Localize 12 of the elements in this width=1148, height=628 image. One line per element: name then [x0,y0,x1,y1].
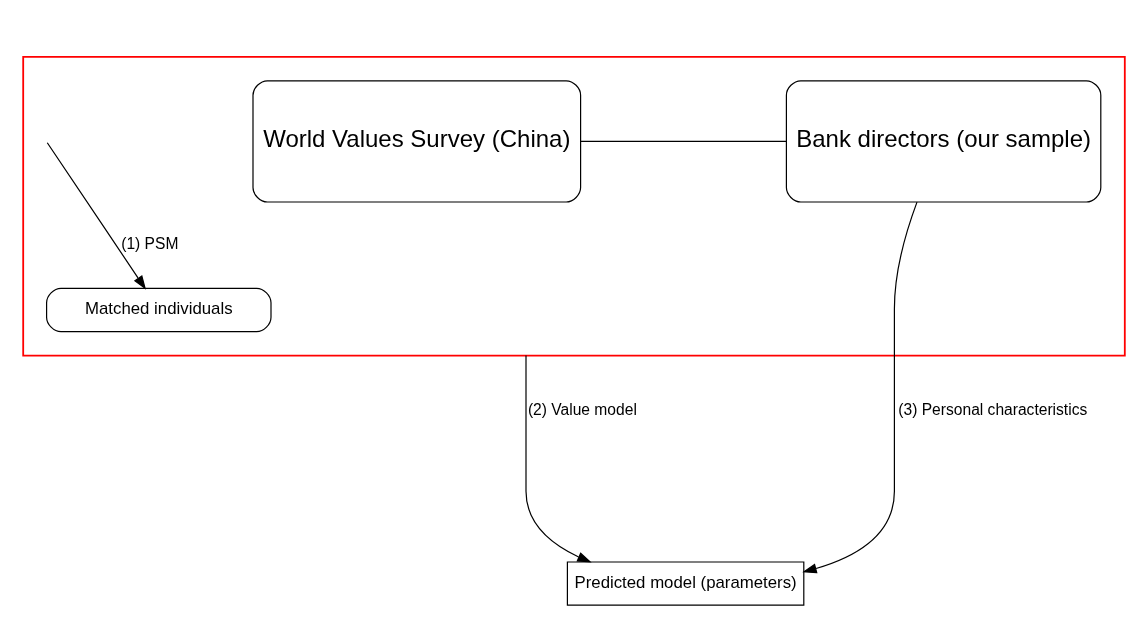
cluster [22,55,1126,357]
node-box: Bank directors (our sample) [785,80,1102,203]
edge-label: (3) Personal characteristics [898,400,1088,418]
node-box: World Values Survey (China) [252,80,582,203]
node-box: Predicted model (parameters) [566,561,805,606]
node-box: Matched individuals [46,287,272,333]
arrow [525,355,592,563]
connector [580,140,787,142]
edge-label: (1) PSM [121,235,179,253]
edge-label: (2) Value model [527,400,637,418]
arrow [46,142,147,290]
arrow [802,201,918,574]
